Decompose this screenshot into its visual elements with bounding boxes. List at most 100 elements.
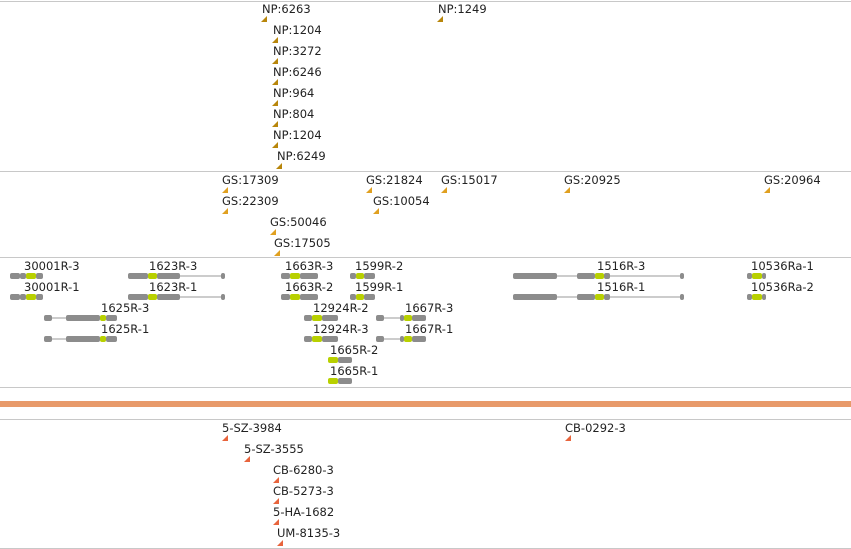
gene_track-label[interactable]: 1625R-3 — [101, 301, 150, 315]
gene-feature-1625R-1[interactable] — [44, 336, 117, 342]
exon-block — [106, 315, 117, 321]
gene-feature-12924R-3[interactable] — [304, 336, 338, 342]
gene_track-label[interactable]: 1516R-1 — [597, 280, 646, 294]
exon-highlight — [356, 294, 364, 300]
exon-highlight — [148, 273, 157, 279]
exon-block — [604, 294, 610, 300]
exon-block — [412, 315, 426, 321]
gene_track-label[interactable]: 1623R-3 — [149, 259, 198, 273]
exon-block — [322, 336, 338, 342]
gene_track-label[interactable]: 12924R-2 — [313, 301, 369, 315]
exon-block — [747, 273, 752, 279]
gs_track-label[interactable]: GS:22309 — [222, 194, 279, 208]
sample_track-label[interactable]: CB-5273-3 — [273, 484, 334, 498]
track-divider — [0, 171, 851, 172]
np_track-label[interactable]: NP:6249 — [277, 149, 326, 163]
gene-feature-1516R-3[interactable] — [513, 273, 684, 279]
np_track-label[interactable]: NP:1204 — [273, 23, 322, 37]
gene-feature-1667R-3[interactable] — [376, 315, 426, 321]
gs_track-label[interactable]: GS:10054 — [373, 194, 430, 208]
np_track-label[interactable]: NP:1204 — [273, 128, 322, 142]
gene-feature-1663R-2[interactable] — [281, 294, 318, 300]
gene_track-label[interactable]: 10536Ra-1 — [751, 259, 814, 273]
exon-block — [338, 378, 352, 384]
sample_track-label[interactable]: CB-0292-3 — [565, 421, 626, 435]
gene_track-label[interactable]: 30001R-3 — [24, 259, 80, 273]
exon-block — [300, 294, 318, 300]
gene-feature-1663R-3[interactable] — [281, 273, 318, 279]
sample_track-label[interactable]: 5-SZ-3555 — [244, 442, 304, 456]
gene_track-label[interactable]: 12924R-3 — [313, 322, 369, 336]
gene-feature-12924R-2[interactable] — [304, 315, 338, 321]
selected-region-band[interactable] — [0, 401, 851, 407]
gs_track-label[interactable]: GS:20964 — [764, 173, 821, 187]
exon-highlight — [328, 357, 338, 363]
np_track-label[interactable]: NP:804 — [273, 107, 315, 121]
exon-block — [36, 273, 43, 279]
gs_track-label[interactable]: GS:15017 — [441, 173, 498, 187]
gene-feature-10536Ra-2[interactable] — [747, 294, 766, 300]
exon-block — [300, 273, 318, 279]
gene-feature-30001R-3[interactable] — [10, 273, 43, 279]
exon-highlight — [26, 294, 36, 300]
np_track-label[interactable]: NP:964 — [273, 86, 315, 100]
gene_track-label[interactable]: 1599R-2 — [355, 259, 404, 273]
np_track-label[interactable]: NP:6263 — [262, 2, 311, 16]
sample_track-label[interactable]: CB-6280-3 — [273, 463, 334, 477]
exon-highlight — [328, 378, 338, 384]
exon-highlight — [312, 336, 322, 342]
gene_track-label[interactable]: 1665R-1 — [330, 364, 379, 378]
gene-feature-30001R-1[interactable] — [10, 294, 43, 300]
gene_track-label[interactable]: 1667R-3 — [405, 301, 454, 315]
exon-highlight — [26, 273, 36, 279]
gs_track-label[interactable]: GS:21824 — [366, 173, 423, 187]
exon-block — [747, 294, 752, 300]
np_track-label[interactable]: NP:1249 — [438, 2, 487, 16]
np_track-label[interactable]: NP:3272 — [273, 44, 322, 58]
exon-block — [604, 273, 610, 279]
gene-feature-1665R-1[interactable] — [328, 378, 352, 384]
exon-block — [44, 315, 52, 321]
gene-feature-1667R-1[interactable] — [376, 336, 426, 342]
gene_track-label[interactable]: 1667R-1 — [405, 322, 454, 336]
exon-block — [304, 315, 312, 321]
exon-block — [412, 336, 426, 342]
gene_track-label[interactable]: 1516R-3 — [597, 259, 646, 273]
gs_track-label[interactable]: GS:17309 — [222, 173, 279, 187]
sample_track-label[interactable]: UM-8135-3 — [277, 526, 341, 540]
gene-feature-10536Ra-1[interactable] — [747, 273, 766, 279]
gene-feature-1516R-1[interactable] — [513, 294, 684, 300]
exon-block — [20, 294, 26, 300]
exon-block — [680, 294, 684, 300]
exon-block — [350, 273, 356, 279]
gs_track-label[interactable]: GS:17505 — [274, 236, 331, 250]
track-divider — [0, 257, 851, 258]
gene-feature-1599R-2[interactable] — [350, 273, 375, 279]
gene_track-label[interactable]: 1665R-2 — [330, 343, 379, 357]
gene_track-label[interactable]: 1625R-1 — [101, 322, 150, 336]
gene_track-label[interactable]: 30001R-1 — [24, 280, 80, 294]
gene_track-label[interactable]: 10536Ra-2 — [751, 280, 814, 294]
gene_track-label[interactable]: 1663R-2 — [285, 280, 334, 294]
exon-block — [364, 294, 375, 300]
exon-block — [44, 336, 52, 342]
gs_track-label[interactable]: GS:50046 — [270, 215, 327, 229]
exon-block — [350, 294, 356, 300]
exon-block — [106, 336, 117, 342]
exon-block — [513, 273, 557, 279]
gene-feature-1599R-1[interactable] — [350, 294, 375, 300]
track-divider — [0, 419, 851, 420]
gene-feature-1623R-3[interactable] — [128, 273, 225, 279]
exon-block — [762, 273, 766, 279]
gene-feature-1623R-1[interactable] — [128, 294, 225, 300]
sample_track-label[interactable]: 5-HA-1682 — [273, 505, 335, 519]
gene_track-label[interactable]: 1623R-1 — [149, 280, 198, 294]
np_track-label[interactable]: NP:6246 — [273, 65, 322, 79]
sample_track-label[interactable]: 5-SZ-3984 — [222, 421, 282, 435]
gene_track-label[interactable]: 1663R-3 — [285, 259, 334, 273]
exon-block — [281, 294, 290, 300]
gs_track-label[interactable]: GS:20925 — [564, 173, 621, 187]
gene_track-label[interactable]: 1599R-1 — [355, 280, 404, 294]
gene-feature-1665R-2[interactable] — [328, 357, 352, 363]
gene-feature-1625R-3[interactable] — [44, 315, 117, 321]
